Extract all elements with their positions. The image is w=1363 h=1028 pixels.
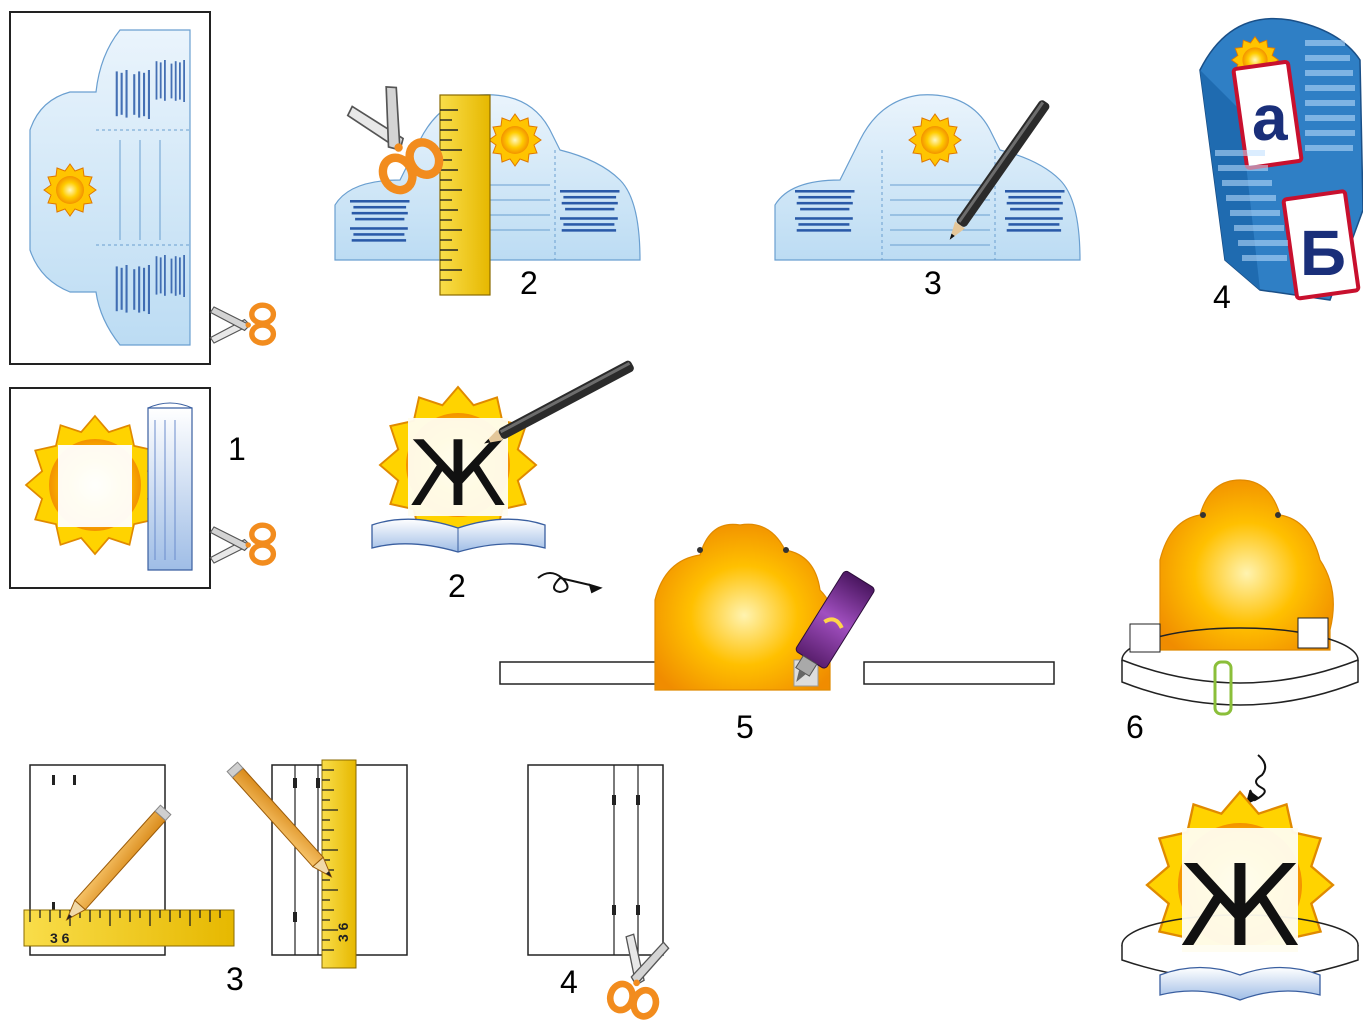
sun-book-sheet-frame bbox=[10, 388, 210, 588]
sun-back-with-strips bbox=[500, 524, 1054, 690]
flip-arrow-icon bbox=[538, 573, 600, 592]
paper-cutting-strips bbox=[528, 765, 663, 955]
sun-letter-on-book: Ж bbox=[372, 387, 545, 552]
scissors-icon bbox=[210, 305, 273, 343]
finished-alphabet-crown: а Б bbox=[1200, 19, 1363, 300]
printed-sheet-frame bbox=[10, 12, 210, 364]
finished-sun-crown: Ж bbox=[1122, 792, 1358, 1000]
step-number-2-mid: 2 bbox=[448, 568, 466, 604]
rotate-arrow-icon bbox=[1247, 755, 1265, 803]
step-number-2-top: 2 bbox=[520, 265, 538, 301]
crown-letter: Ж bbox=[1180, 842, 1301, 972]
headband-with-sun bbox=[1122, 480, 1358, 714]
step-number-3-bottom: 3 bbox=[226, 961, 244, 997]
card-letter-a: а bbox=[1252, 82, 1288, 154]
pen-icon bbox=[481, 359, 635, 448]
step-number-4-bottom: 4 bbox=[560, 964, 578, 1000]
step-number-6: 6 bbox=[1126, 709, 1144, 745]
step-number-1: 1 bbox=[228, 431, 246, 467]
scissors-icon bbox=[210, 525, 273, 563]
step-number-4-top: 4 bbox=[1213, 279, 1231, 315]
ruler-icon bbox=[440, 95, 490, 295]
ruler-mark-vertical: 3 6 bbox=[335, 922, 351, 942]
ruler-mark-horizontal: 3 6 bbox=[50, 930, 70, 946]
step-number-5: 5 bbox=[736, 709, 754, 745]
card-letter-b: Б bbox=[1300, 217, 1346, 289]
paper-marking-right: 3 6 bbox=[272, 760, 407, 968]
step-number-3-top: 3 bbox=[924, 265, 942, 301]
